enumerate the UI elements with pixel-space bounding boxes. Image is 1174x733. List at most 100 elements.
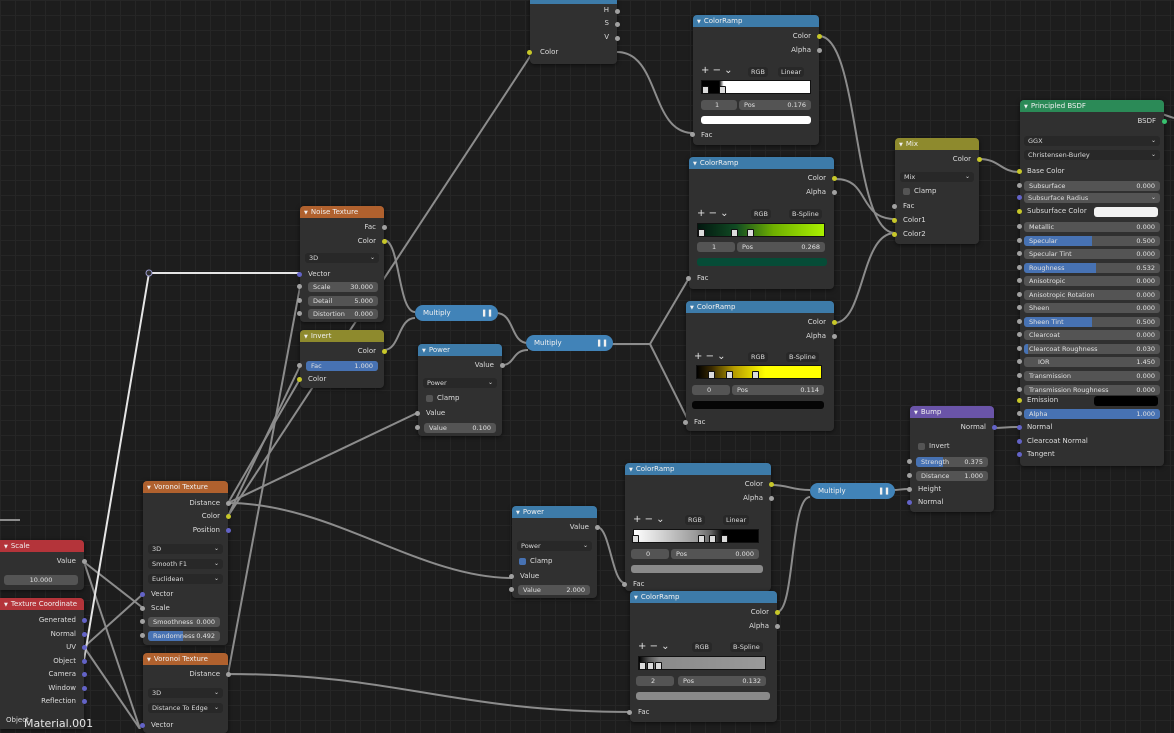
feature-select[interactable]: Distance To Edge⌄ bbox=[148, 703, 223, 713]
socket[interactable] bbox=[1017, 439, 1022, 444]
ramp-stop[interactable] bbox=[719, 86, 726, 94]
socket[interactable] bbox=[82, 618, 87, 623]
socket[interactable] bbox=[1017, 346, 1022, 351]
socket[interactable] bbox=[82, 659, 87, 664]
socket[interactable] bbox=[1017, 319, 1022, 324]
socket[interactable] bbox=[82, 672, 87, 677]
socket[interactable] bbox=[892, 204, 897, 209]
ramp-stop[interactable] bbox=[726, 371, 733, 379]
colorramp-node-2[interactable]: ▼ColorRamp Color Alpha + − ⌄ RGB B-Splin… bbox=[686, 157, 837, 289]
socket[interactable] bbox=[615, 9, 620, 14]
socket[interactable] bbox=[140, 592, 145, 597]
operation-select[interactable]: Power⌄ bbox=[423, 378, 497, 388]
socket[interactable] bbox=[226, 672, 231, 677]
stop-color-swatch[interactable] bbox=[701, 116, 811, 124]
socket[interactable] bbox=[1017, 398, 1022, 403]
socket[interactable] bbox=[1017, 411, 1022, 416]
socket[interactable] bbox=[297, 272, 302, 277]
hsv-node[interactable]: H S V Color bbox=[527, 0, 620, 64]
color-ramp-bar[interactable] bbox=[697, 223, 825, 237]
socket[interactable] bbox=[622, 582, 627, 587]
socket[interactable] bbox=[82, 686, 87, 691]
socket[interactable] bbox=[907, 459, 912, 464]
clamp-checkbox[interactable] bbox=[903, 188, 910, 195]
interpolation-select[interactable]: Linear bbox=[778, 67, 805, 77]
clamp-checkbox[interactable] bbox=[426, 395, 433, 402]
value-field[interactable]: 10.000 bbox=[4, 575, 78, 585]
socket[interactable] bbox=[297, 284, 302, 289]
socket[interactable] bbox=[832, 320, 837, 325]
stop-index-field[interactable]: 2 bbox=[636, 676, 674, 686]
socket[interactable] bbox=[769, 496, 774, 501]
colorramp-node-4[interactable]: ▼ColorRamp Color Alpha + − ⌄ RGB Linear … bbox=[622, 463, 774, 591]
socket[interactable] bbox=[415, 411, 420, 416]
stop-color-swatch[interactable] bbox=[692, 401, 824, 409]
socket[interactable] bbox=[500, 363, 505, 368]
socket[interactable] bbox=[817, 48, 822, 53]
scale-value-node[interactable]: ▼Scale Value 10.000 bbox=[0, 540, 87, 590]
socket[interactable] bbox=[382, 239, 387, 244]
color-mode-select[interactable]: RGB bbox=[685, 515, 706, 525]
socket[interactable] bbox=[775, 610, 780, 615]
ramp-stop[interactable] bbox=[747, 229, 754, 237]
socket[interactable] bbox=[82, 699, 87, 704]
multiply-node-2[interactable]: Multiply❚❚ bbox=[526, 335, 613, 351]
socket[interactable] bbox=[832, 334, 837, 339]
socket[interactable] bbox=[1017, 278, 1022, 283]
socket[interactable] bbox=[527, 50, 532, 55]
socket[interactable] bbox=[1017, 373, 1022, 378]
ramp-tools[interactable]: + − ⌄ bbox=[701, 65, 733, 76]
socket[interactable] bbox=[832, 176, 837, 181]
socket[interactable] bbox=[907, 473, 912, 478]
interpolation-select[interactable]: B-Spline bbox=[789, 209, 822, 219]
socket[interactable] bbox=[1017, 238, 1022, 243]
socket[interactable] bbox=[1017, 452, 1022, 457]
socket[interactable] bbox=[686, 276, 691, 281]
interpolation-select[interactable]: B-Spline bbox=[730, 642, 763, 652]
color-ramp-bar[interactable] bbox=[701, 80, 811, 94]
socket[interactable] bbox=[509, 574, 514, 579]
socket[interactable] bbox=[977, 157, 982, 162]
ramp-tools[interactable]: + − ⌄ bbox=[638, 641, 670, 652]
socket[interactable] bbox=[595, 525, 600, 530]
operation-select[interactable]: Power⌄ bbox=[517, 541, 592, 551]
interpolation-select[interactable]: Linear bbox=[723, 515, 750, 525]
color-ramp-bar[interactable] bbox=[633, 529, 759, 543]
interpolation-select[interactable]: B-Spline bbox=[786, 352, 819, 362]
socket[interactable] bbox=[907, 500, 912, 505]
socket[interactable] bbox=[1162, 119, 1167, 124]
socket[interactable] bbox=[1017, 224, 1022, 229]
ramp-stop[interactable] bbox=[721, 535, 728, 543]
socket[interactable] bbox=[615, 22, 620, 27]
clamp-checkbox[interactable] bbox=[519, 558, 526, 565]
socket[interactable] bbox=[1017, 387, 1022, 392]
multiply-node-3[interactable]: Multiply❚❚ bbox=[810, 483, 895, 499]
dimensions-select[interactable]: 3D⌄ bbox=[148, 544, 223, 554]
socket[interactable] bbox=[907, 487, 912, 492]
color-mode-select[interactable]: RGB bbox=[751, 209, 772, 219]
socket[interactable] bbox=[1017, 425, 1022, 430]
ramp-stop[interactable] bbox=[698, 535, 705, 543]
stop-color-swatch[interactable] bbox=[636, 692, 770, 700]
socket[interactable] bbox=[775, 624, 780, 629]
ramp-stop[interactable] bbox=[655, 662, 662, 670]
socket[interactable] bbox=[509, 587, 514, 592]
socket[interactable] bbox=[297, 377, 302, 382]
